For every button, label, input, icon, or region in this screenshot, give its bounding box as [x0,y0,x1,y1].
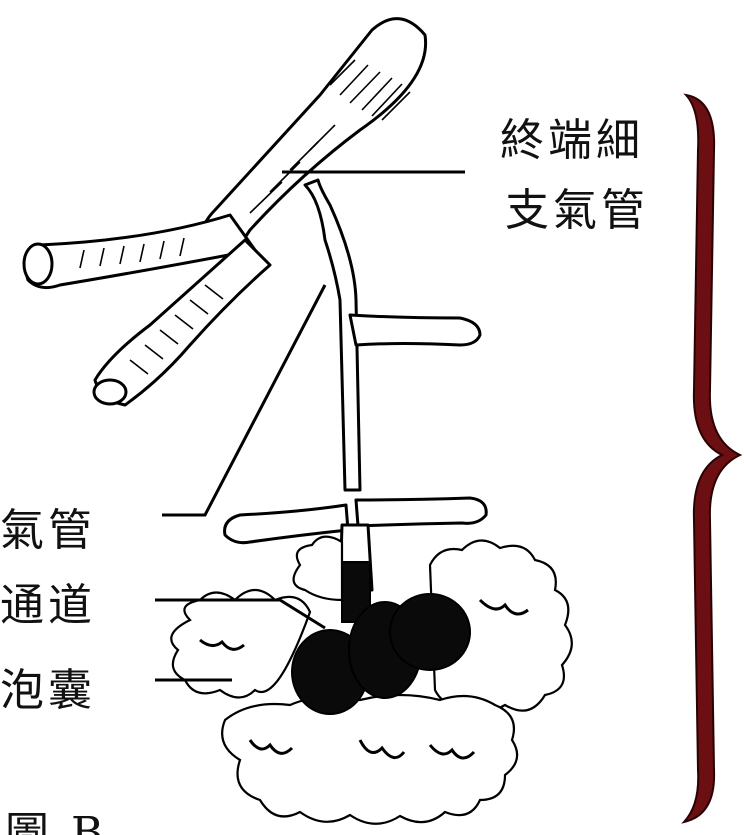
label-terminal-bronchiole-line1: 終端細 [500,115,644,166]
bronchus-end-cap-lower [94,380,126,404]
lower-right-branch [356,498,486,526]
bronchus-end-cap-left [24,244,52,284]
label-terminal-bronchiole-line2: 支氣管 [505,185,649,236]
alveolar-sac-right [390,594,470,670]
alveolus-outline-bottom [222,695,517,824]
label-left-row3: 泡囊 [0,665,96,716]
terminal-bronchiole-stem [305,180,360,490]
upper-right-branch [350,315,480,345]
label-left-row1: 氣管 [0,505,96,556]
figure-caption: 圖 B [5,808,107,835]
alveolus-outline-top [294,537,342,600]
right-curly-brace [684,95,740,822]
label-left-row2: 通道 [0,580,96,631]
bronchial-tree [24,19,426,405]
